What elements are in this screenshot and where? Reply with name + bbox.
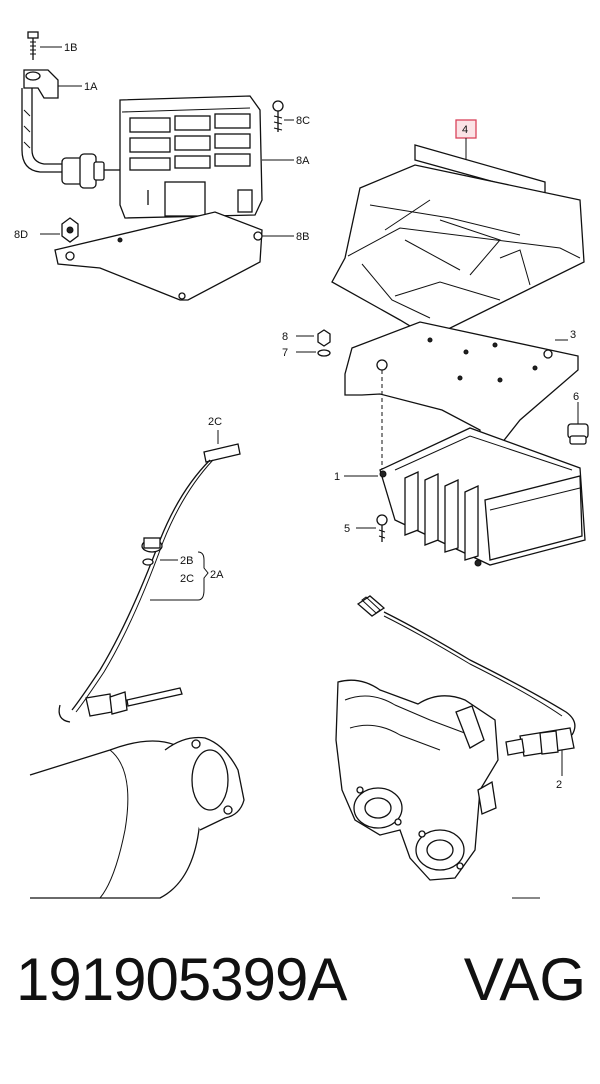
hose-connector <box>61 153 120 189</box>
part-info-footer: 191905399A VAG <box>0 945 600 1055</box>
callout-4: 4 <box>462 124 468 136</box>
screw-8c <box>272 100 284 132</box>
bolt-1b <box>27 31 39 60</box>
callout-8d: 8D <box>14 229 28 241</box>
callout-1b: 1B <box>64 42 77 54</box>
callout-8b: 8B <box>296 231 309 243</box>
callout-6: 6 <box>573 391 579 403</box>
callout-3: 3 <box>570 329 576 341</box>
callout-7: 7 <box>282 347 288 359</box>
washer-7 <box>317 349 331 357</box>
callout-8: 8 <box>282 331 288 343</box>
callout-2b: 2B <box>180 555 193 567</box>
callout-1: 1 <box>334 471 340 483</box>
sensor-connector <box>203 443 241 463</box>
brand-label: VAG <box>463 946 586 1013</box>
grommet-6 <box>567 423 589 445</box>
mounting-plate-8 <box>54 211 263 301</box>
temperature-sensor-2a <box>58 687 183 723</box>
callout-5: 5 <box>344 523 350 535</box>
exhaust-manifold <box>335 679 540 899</box>
exhaust-pipe <box>29 736 245 899</box>
cover-4 <box>331 144 585 339</box>
callout-1a: 1A <box>84 81 98 93</box>
callout-2: 2 <box>556 779 562 791</box>
nut-8d <box>61 217 79 243</box>
callout-8c: 8C <box>296 115 310 127</box>
bracket-1a <box>21 69 62 173</box>
oxygen-sensor-connector <box>356 595 386 617</box>
callout-2a: 2A <box>210 569 224 581</box>
callout-2c: 2C <box>180 573 194 585</box>
nut-8 <box>317 329 331 347</box>
screw-5 <box>376 514 388 542</box>
callout-2c-top: 2C <box>208 416 222 428</box>
oxygen-sensor-2 <box>505 727 575 757</box>
grommet-2b <box>141 537 163 566</box>
part-number: 191905399A <box>16 946 347 1013</box>
control-unit-1 <box>379 427 586 567</box>
callout-8a: 8A <box>296 155 310 167</box>
exploded-parts-diagram: 1B 1A 8C <box>14 31 589 899</box>
control-unit-upper <box>119 95 263 219</box>
